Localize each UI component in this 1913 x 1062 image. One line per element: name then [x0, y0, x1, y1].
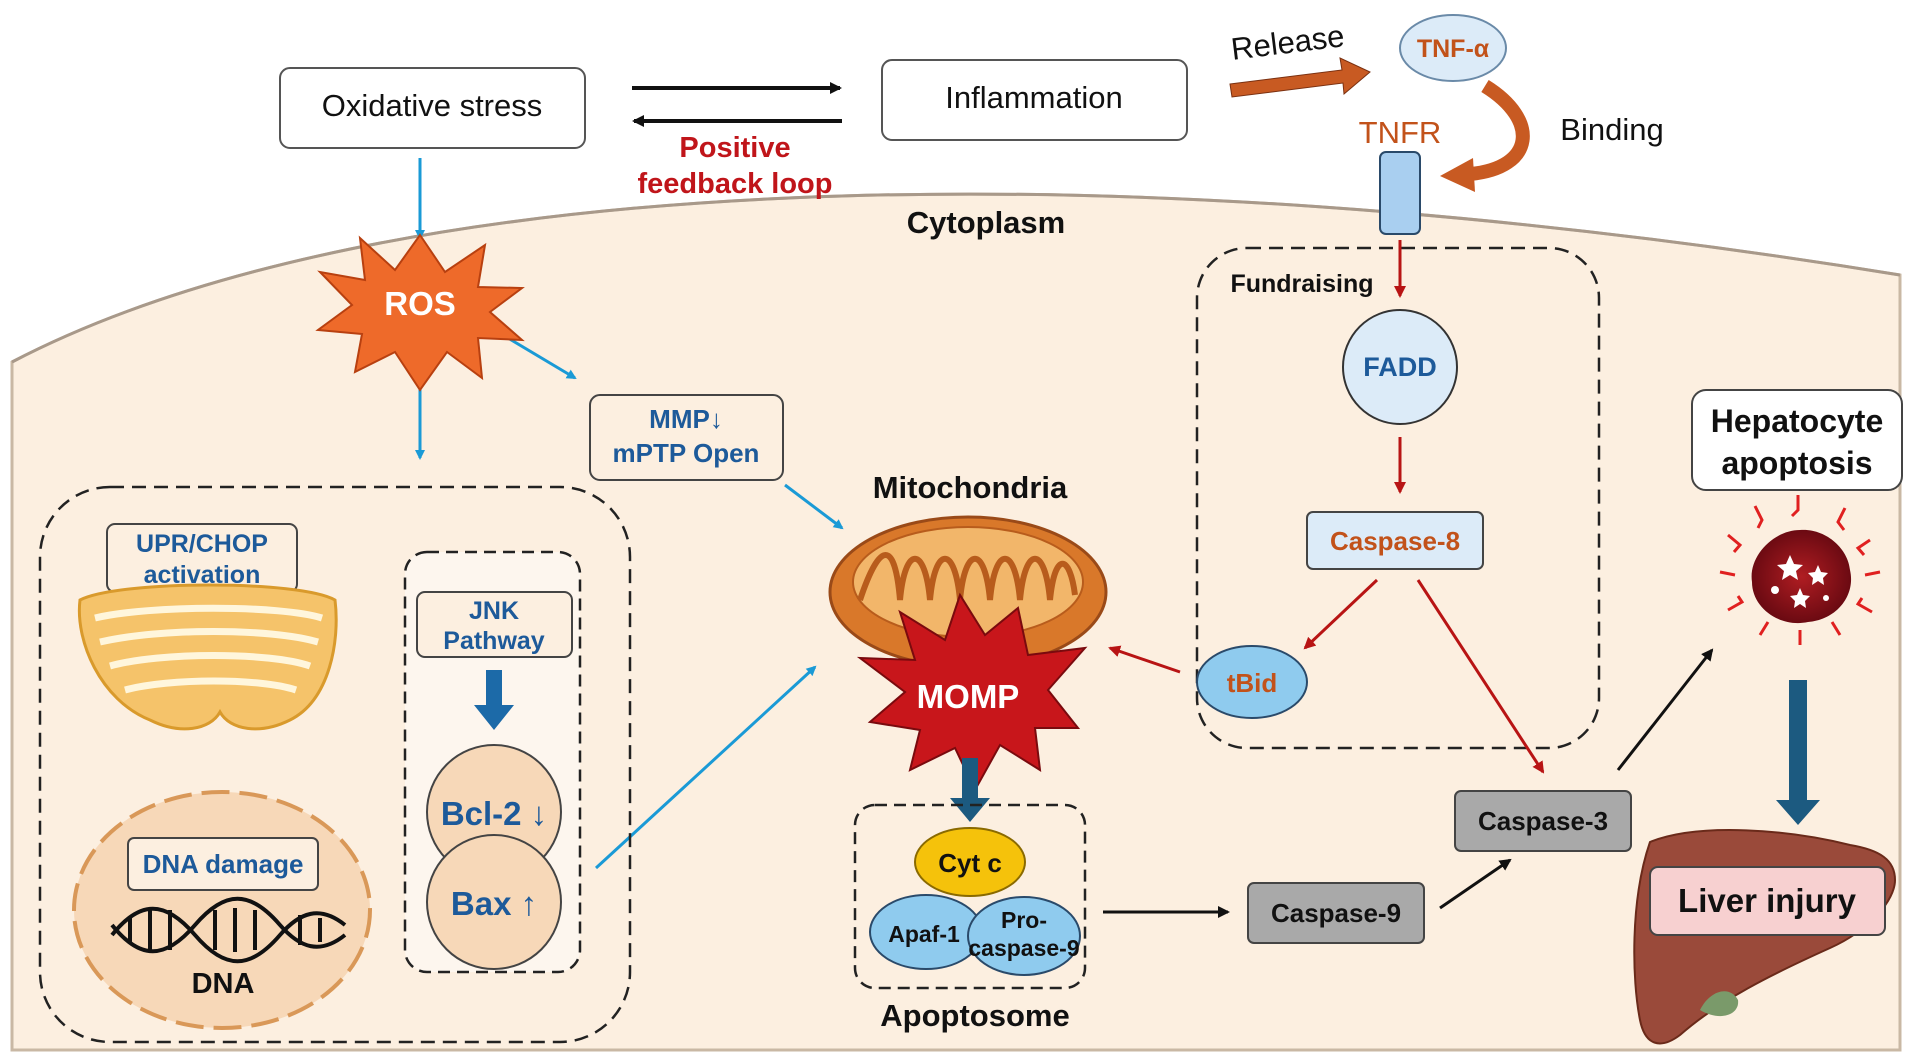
mmp-line2: mPTP Open — [613, 438, 760, 468]
arrow-casp3-apoptosis — [1616, 648, 1714, 771]
dna-label: DNA — [192, 968, 255, 1000]
ros-label: ROS — [384, 285, 456, 322]
bax-circle — [426, 834, 562, 970]
fadd-label: FADD — [1363, 352, 1437, 382]
tnf-alpha-ellipse — [1399, 14, 1507, 82]
arrow-casp8-tbid — [1303, 578, 1379, 650]
apaf1-label: Apaf-1 — [888, 921, 960, 947]
caspase3-label: Caspase-3 — [1478, 806, 1608, 836]
mmp-line1: MMP↓ — [649, 404, 723, 434]
upr-chop-line1: UPR/CHOP — [136, 530, 268, 558]
liver-injury-box — [1649, 866, 1886, 936]
caspase8-label: Caspase-8 — [1330, 526, 1460, 556]
feedback-loop-line2: feedback loop — [638, 168, 833, 200]
arrow-mmp-mito — [784, 483, 844, 530]
momp-starburst — [856, 592, 1088, 793]
binding-arrow — [1469, 80, 1530, 181]
binding-label: Binding — [1560, 112, 1663, 147]
binding-arrow-head — [1440, 158, 1475, 192]
caspase8-box — [1306, 511, 1484, 570]
arrow-tbid-mito — [1108, 645, 1181, 674]
extrinsic-region — [1195, 246, 1601, 750]
tbid-ellipse — [1196, 645, 1308, 719]
feedback-loop-line1: Positive — [679, 132, 790, 164]
mitochondria-label: Mitochondria — [873, 470, 1068, 505]
bcl2-label: Bcl-2 ↓ — [441, 795, 547, 832]
procaspase9-line1: Pro- — [1001, 907, 1047, 933]
oxidative-stress-box — [279, 67, 586, 149]
arrow-bax-mito — [594, 665, 817, 870]
endoplasmic-reticulum-icon — [77, 583, 338, 731]
jnk-line2: Pathway — [443, 627, 545, 655]
arrow-casp8-casp3 — [1416, 579, 1545, 774]
dna-helix-icon — [110, 896, 347, 964]
fadd-circle — [1342, 309, 1458, 425]
release-arrow — [1229, 57, 1371, 98]
ros-starburst — [315, 233, 525, 392]
cytoplasm-label: Cytoplasm — [907, 205, 1065, 240]
apoptosome-label: Apoptosome — [880, 998, 1069, 1033]
apoptosis-down-arrow — [1776, 680, 1820, 825]
jnk-line1: JNK — [469, 597, 519, 625]
oxidative-stress-label: Oxidative stress — [322, 88, 543, 123]
hepatocyte-apoptosis-box — [1691, 389, 1903, 491]
tbid-label: tBid — [1227, 668, 1278, 698]
inflammation-label: Inflammation — [945, 80, 1122, 115]
jnk-pathway-box — [416, 591, 573, 658]
mitochondrion-icon — [828, 515, 1108, 669]
fundraising-label: Fundraising — [1230, 270, 1373, 298]
arrow-ros-mmp — [507, 336, 577, 380]
arrow-casp9-casp3 — [1439, 858, 1512, 910]
membrane-line — [11, 192, 1901, 364]
procaspase9-line2: caspase-9 — [968, 935, 1079, 961]
bax-label: Bax ↑ — [451, 885, 537, 922]
caspase9-box — [1247, 882, 1425, 944]
tnfr-label: TNFR — [1359, 115, 1442, 150]
apoptotic-cell-icon — [1719, 495, 1881, 645]
apoptosome-region — [853, 803, 1087, 990]
tnf-alpha-label: TNF-α — [1417, 35, 1490, 63]
dna-damage-box — [127, 837, 319, 891]
hepatocyte-line2: apoptosis — [1721, 445, 1872, 481]
jnk-down-arrow — [474, 670, 514, 730]
cyt-c-ellipse — [914, 827, 1026, 897]
procaspase9-ellipse — [967, 896, 1081, 976]
caspase9-label: Caspase-9 — [1271, 898, 1401, 928]
cyt-c-label: Cyt c — [938, 848, 1002, 878]
hepatocyte-line1: Hepatocyte — [1711, 403, 1884, 439]
liver-injury-label: Liver injury — [1678, 882, 1857, 919]
tnfr-receptor — [1379, 151, 1421, 235]
mmp-box — [589, 394, 784, 481]
caspase3-box — [1454, 790, 1632, 852]
inflammation-box — [881, 59, 1188, 141]
release-label: Release — [1229, 18, 1346, 67]
cellular-stress-region — [38, 485, 632, 1044]
dna-damage-label: DNA damage — [143, 849, 304, 879]
momp-label: MOMP — [917, 678, 1020, 715]
